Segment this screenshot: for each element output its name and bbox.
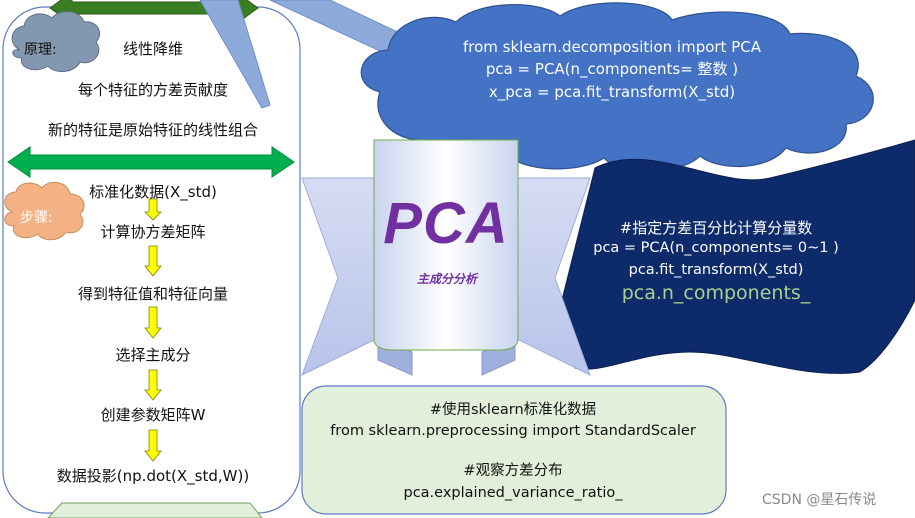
principle-cloud bbox=[11, 11, 100, 72]
bottom-box-line: #观察方差分布 bbox=[463, 463, 563, 479]
pca-ribbon bbox=[301, 139, 591, 376]
wave-highlight: pca.n_components_ bbox=[621, 282, 811, 304]
step-arrow bbox=[144, 306, 162, 339]
step-arrow bbox=[144, 369, 162, 401]
bottom-left-fragment bbox=[47, 502, 263, 518]
pca-title: PCA bbox=[383, 191, 509, 256]
step-item: 数据投影(np.dot(X_std,W)) bbox=[56, 467, 250, 485]
step-item: 计算协方差矩阵 bbox=[100, 223, 206, 241]
principle-line: 线性降维 bbox=[122, 40, 184, 58]
steps-label: 步骤: bbox=[20, 210, 53, 226]
wave-code-line: pca = PCA(n_components= 0~1 ) bbox=[593, 240, 839, 256]
cloud-code-line: x_pca = pca.fit_transform(X_std) bbox=[488, 83, 736, 101]
wave-comment: #指定方差百分比计算分量数 bbox=[619, 219, 813, 237]
step-arrow bbox=[144, 429, 162, 462]
step-item: 选择主成分 bbox=[115, 346, 191, 364]
principle-line: 每个特征的方差贡献度 bbox=[77, 81, 229, 99]
step-item: 创建参数矩阵W bbox=[100, 406, 206, 424]
step-arrows bbox=[144, 198, 162, 462]
principle-label: 原理: bbox=[24, 42, 57, 58]
wave-code-line: pca.fit_transform(X_std) bbox=[628, 262, 804, 278]
steps-cloud bbox=[4, 181, 85, 241]
step-arrow bbox=[144, 198, 162, 221]
pointer-shape bbox=[199, 0, 271, 109]
bottom-box-line: from sklearn.preprocessing import Standa… bbox=[330, 423, 696, 439]
bottom-box-line: pca.explained_variance_ratio_ bbox=[403, 485, 623, 501]
step-item: 标准化数据(X_std) bbox=[89, 183, 217, 201]
cloud-code-line: from sklearn.decomposition import PCA bbox=[463, 38, 761, 56]
watermark: CSDN @星石传说 bbox=[762, 492, 877, 508]
pca-subtitle: 主成分分析 bbox=[416, 272, 478, 286]
wave-panel bbox=[561, 139, 915, 374]
bottom-code-box bbox=[301, 385, 727, 515]
step-item: 得到特征值和特征向量 bbox=[77, 285, 229, 303]
cloud-code-line: pca = PCA(n_components= 整数 ) bbox=[485, 60, 739, 78]
bottom-box-line: #使用sklearn标准化数据 bbox=[429, 402, 597, 418]
middle-double-arrow bbox=[7, 146, 295, 178]
step-arrow bbox=[144, 245, 162, 277]
ribbon-scroll-body bbox=[373, 139, 519, 351]
principle-line: 新的特征是原始特征的线性组合 bbox=[47, 121, 259, 139]
